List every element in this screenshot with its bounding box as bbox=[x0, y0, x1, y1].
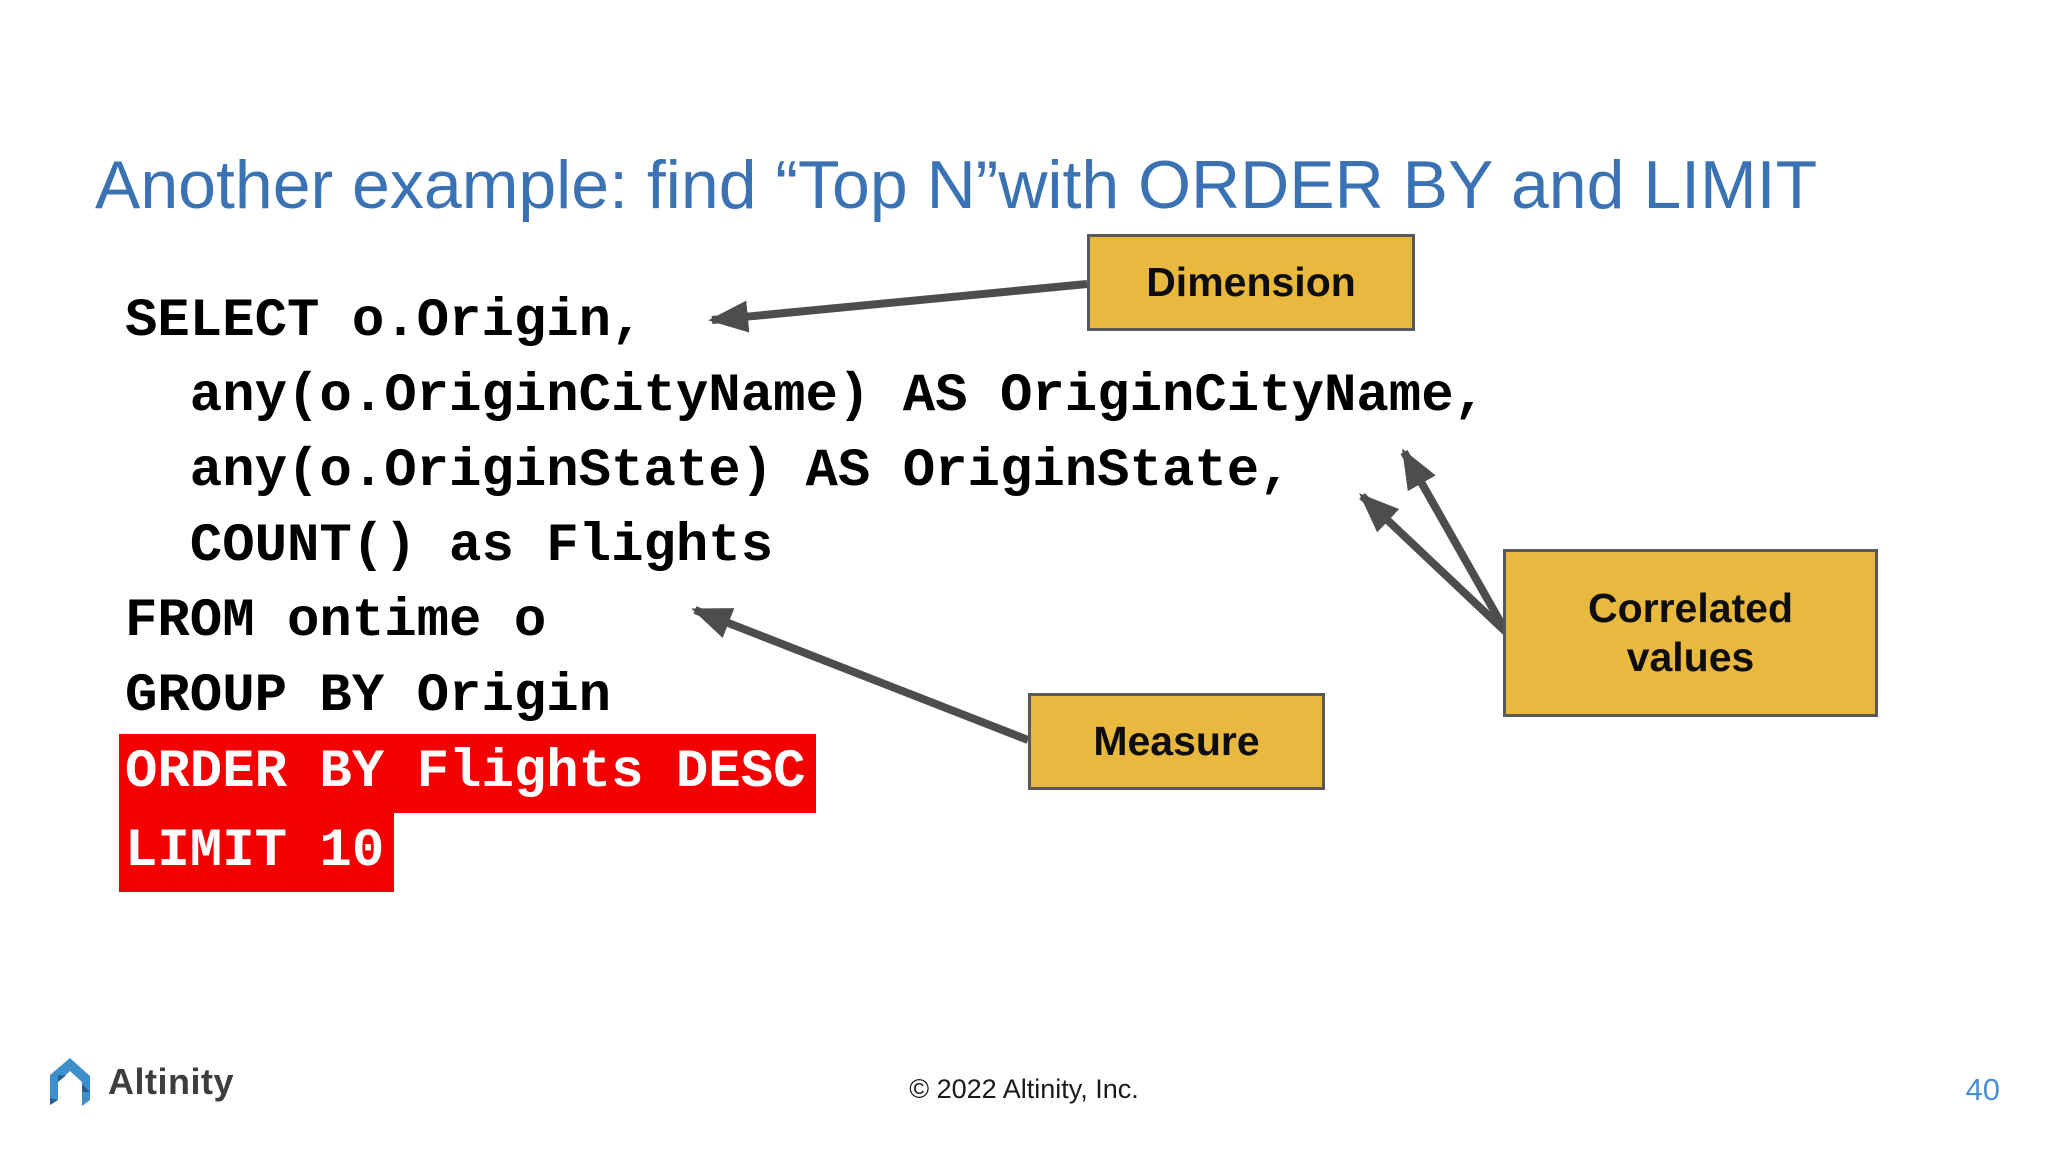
dimension-callout: Dimension bbox=[1087, 234, 1415, 331]
code-line: FROM ontime o bbox=[125, 591, 547, 652]
correlated-values-callout: Correlated values bbox=[1503, 549, 1878, 717]
order-by-highlight: ORDER BY Flights DESC bbox=[119, 734, 816, 813]
sql-code-block: SELECT o.Origin, any(o.OriginCityName) A… bbox=[119, 284, 1487, 892]
page-number: 40 bbox=[1965, 1072, 2000, 1107]
slide-title: Another example: find “Top N”with ORDER … bbox=[95, 147, 1818, 223]
footer-copyright: © 2022 Altinity, Inc. bbox=[909, 1074, 1139, 1104]
code-line-highlighted: ORDER BY Flights DESC bbox=[119, 734, 1486, 813]
altinity-logo-icon bbox=[50, 1058, 90, 1106]
altinity-wordmark: Altinity bbox=[108, 1061, 234, 1102]
code-line: SELECT o.Origin, bbox=[125, 291, 644, 352]
measure-callout: Measure bbox=[1028, 693, 1325, 790]
altinity-logo: Altinity bbox=[46, 1056, 234, 1108]
code-line: COUNT() as Flights bbox=[125, 516, 774, 577]
code-line-highlighted: LIMIT 10 bbox=[119, 813, 1486, 892]
code-line: any(o.OriginState) AS OriginState, bbox=[125, 441, 1292, 502]
code-line: GROUP BY Origin bbox=[125, 666, 612, 727]
limit-highlight: LIMIT 10 bbox=[119, 813, 395, 892]
code-line: any(o.OriginCityName) AS OriginCityName, bbox=[125, 366, 1487, 427]
